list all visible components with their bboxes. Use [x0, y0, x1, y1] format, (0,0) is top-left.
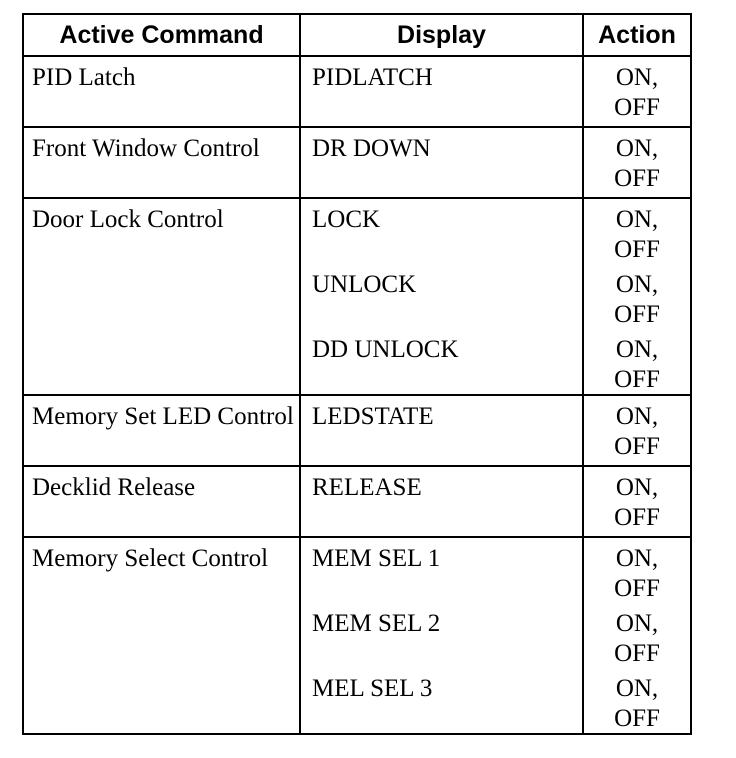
table-row: Decklid Release RELEASE ON,OFF [24, 467, 690, 538]
display-cell: MEM SEL 1 MEM SEL 2 MEL SEL 3 [301, 538, 584, 733]
action-value: ON,OFF [614, 64, 660, 121]
action-value: ON,OFF [614, 271, 660, 328]
action-cell: ON,OFF [584, 128, 690, 197]
command-cell: Memory Select Control [24, 538, 301, 733]
display-value: DR DOWN [312, 135, 431, 162]
command-cell: Front Window Control [24, 128, 301, 197]
display-cell: LOCK UNLOCK DD UNLOCK [301, 199, 584, 394]
action-value: ON,OFF [614, 206, 660, 263]
table-row: Front Window Control DR DOWN ON,OFF [24, 128, 690, 199]
display-cell: DR DOWN [301, 128, 584, 197]
action-value: ON,OFF [614, 135, 660, 192]
table-row: PID Latch PIDLATCH ON,OFF [24, 57, 690, 128]
action-value: ON,OFF [614, 675, 660, 732]
action-cell: ON,OFF [584, 57, 690, 126]
command-cell: PID Latch [24, 57, 301, 126]
action-value: ON,OFF [614, 474, 660, 531]
action-cell: ON,OFF [584, 467, 690, 536]
display-value: DD UNLOCK [312, 336, 459, 363]
action-cell: ON,OFF ON,OFF ON,OFF [584, 199, 690, 394]
table-header-row: Active Command Display Action [24, 15, 690, 57]
header-display: Display [301, 15, 584, 55]
action-value: ON,OFF [614, 336, 660, 393]
action-value: ON,OFF [614, 545, 660, 602]
display-cell: PIDLATCH [301, 57, 584, 126]
action-cell: ON,OFF [584, 396, 690, 465]
display-value: MEM SEL 2 [312, 610, 441, 637]
table-row: Door Lock Control LOCK UNLOCK DD UNLOCK … [24, 199, 690, 396]
display-value: UNLOCK [312, 271, 417, 298]
display-value: MEM SEL 1 [312, 545, 441, 572]
display-cell: RELEASE [301, 467, 584, 536]
table-row: Memory Set LED Control LEDSTATE ON,OFF [24, 396, 690, 467]
display-cell: LEDSTATE [301, 396, 584, 465]
table-row: Memory Select Control MEM SEL 1 MEM SEL … [24, 538, 690, 733]
header-action: Action [598, 20, 676, 49]
display-value: PIDLATCH [312, 64, 433, 91]
active-command-table: Active Command Display Action PID Latch … [22, 13, 692, 735]
display-value: MEL SEL 3 [312, 675, 433, 702]
command-cell: Door Lock Control [24, 199, 301, 394]
action-cell: ON,OFF ON,OFF ON,OFF [584, 538, 690, 733]
display-value: RELEASE [312, 474, 422, 501]
command-cell: Memory Set LED Control [24, 396, 301, 465]
header-active-command: Active Command [24, 15, 301, 55]
command-cell: Decklid Release [24, 467, 301, 536]
action-value: ON,OFF [614, 610, 660, 667]
display-value: LOCK [312, 206, 381, 233]
display-value: LEDSTATE [312, 403, 434, 430]
action-value: ON,OFF [614, 403, 660, 460]
